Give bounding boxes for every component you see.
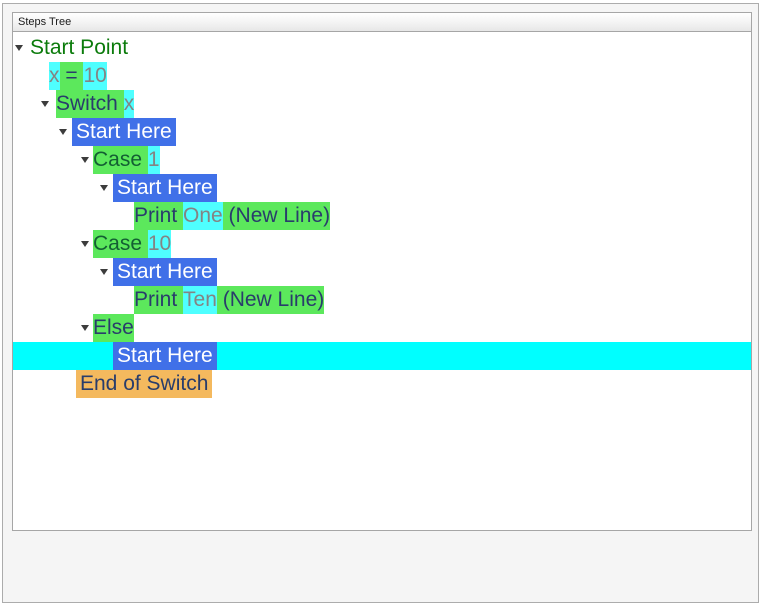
- token-label: Start Here: [72, 118, 176, 146]
- token-variable: x: [123, 90, 135, 118]
- token-value: 10: [147, 230, 172, 258]
- expander-icon[interactable]: [100, 174, 113, 202]
- token-value: Ten: [183, 286, 217, 314]
- token-keyword: Case: [93, 230, 148, 258]
- token-keyword: Case: [93, 146, 148, 174]
- expander-icon[interactable]: [41, 90, 56, 118]
- token-keyword: End of Switch: [76, 370, 213, 398]
- tree-item-start-point[interactable]: Start Point: [13, 34, 751, 62]
- expander-icon[interactable]: [81, 314, 93, 342]
- tree-item-start-here[interactable]: Start Here: [13, 174, 751, 202]
- token-value: 10: [83, 62, 107, 90]
- expander-icon[interactable]: [81, 146, 93, 174]
- steps-tree-panel: Steps Tree Start Point x = 10 Switch x S…: [2, 3, 759, 603]
- expander-icon[interactable]: [15, 34, 30, 62]
- tree-item-print-ten[interactable]: Print Ten (New Line): [13, 286, 751, 314]
- token-label: Start Here: [113, 258, 217, 286]
- token-modifier: (New Line): [222, 202, 331, 230]
- tree-item-start-here[interactable]: Start Here: [13, 258, 751, 286]
- tree-item-print-one[interactable]: Print One (New Line): [13, 202, 751, 230]
- token-keyword: Else: [93, 314, 134, 342]
- tree-item-end-of-switch[interactable]: End of Switch: [13, 370, 751, 398]
- token-keyword: Switch: [56, 90, 124, 118]
- token-keyword: Print: [134, 286, 184, 314]
- expander-icon[interactable]: [81, 230, 93, 258]
- token-value: One: [183, 202, 223, 230]
- tree-item-start-here-selected[interactable]: Start Here: [13, 342, 751, 370]
- token-keyword: Start Point: [30, 36, 129, 59]
- token-value: 1: [147, 146, 160, 174]
- token-label: Start Here: [113, 342, 217, 370]
- token-modifier: (New Line): [216, 286, 325, 314]
- token-label: Start Here: [113, 174, 217, 202]
- tree-item-switch[interactable]: Switch x: [13, 90, 751, 118]
- expander-icon[interactable]: [59, 118, 72, 146]
- tree-item-case-1[interactable]: Case 1: [13, 146, 751, 174]
- token-keyword: Print: [134, 202, 184, 230]
- panel-title: Steps Tree: [12, 12, 752, 31]
- steps-tree: Start Point x = 10 Switch x Start Here C…: [12, 31, 752, 531]
- tree-item-assignment[interactable]: x = 10: [13, 62, 751, 90]
- tree-item-case-10[interactable]: Case 10: [13, 230, 751, 258]
- token-variable: x: [49, 62, 60, 90]
- tree-item-else[interactable]: Else: [13, 314, 751, 342]
- expander-icon[interactable]: [100, 258, 113, 286]
- tree-item-start-here[interactable]: Start Here: [13, 118, 751, 146]
- token-operator: =: [59, 62, 84, 90]
